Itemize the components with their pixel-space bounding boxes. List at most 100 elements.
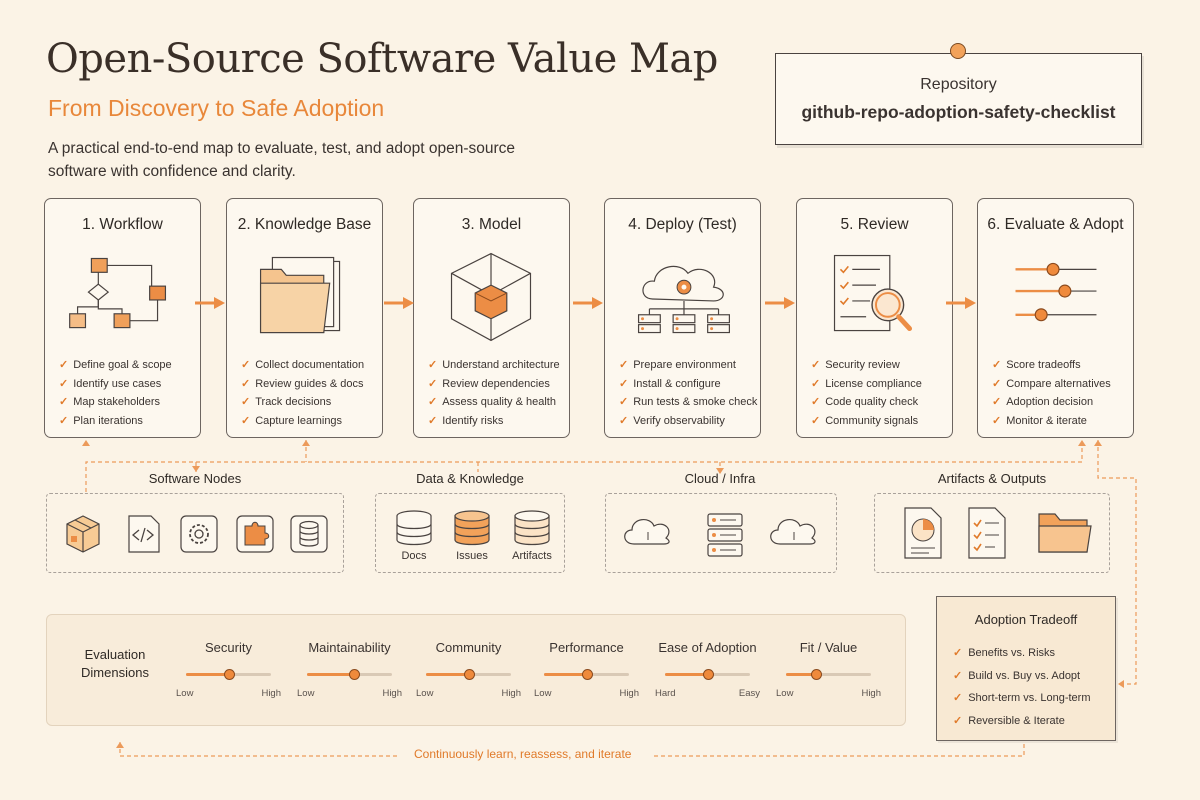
group-title-artifacts-outputs: Artifacts & Outputs: [937, 471, 1047, 486]
dimension-high-label: High: [501, 688, 521, 699]
slider-fill: [186, 673, 229, 676]
evaluation-panel: [46, 614, 906, 726]
dimension-slider[interactable]: [544, 669, 629, 680]
flow-arrow-icon: [946, 297, 976, 309]
checklist-item: Prepare environment: [619, 356, 757, 375]
slider-knob[interactable]: [348, 669, 360, 680]
slider-knob[interactable]: [702, 669, 714, 680]
docs-database-icon: [396, 510, 432, 546]
group-title-cloud-infra: Cloud / Infra: [684, 471, 756, 486]
stage-card-deploy[interactable]: 4. Deploy (Test) Prepare environment Ins…: [604, 198, 761, 438]
folder-icon: [1038, 513, 1092, 553]
repository-name[interactable]: github-repo-adoption-safety-checklist: [801, 102, 1116, 122]
tradeoff-title: Adoption Tradeoff: [974, 612, 1078, 627]
checklist-item: Identify use cases: [59, 375, 172, 394]
group-cloud-infra: [605, 493, 837, 573]
slider-fill: [786, 673, 816, 676]
flow-arrow-icon: [195, 297, 225, 309]
pin-icon: [950, 43, 966, 59]
dimension-slider[interactable]: [426, 669, 511, 680]
dimension-low-label: Low: [776, 688, 794, 699]
dimension-name: Maintainability: [308, 640, 391, 655]
artifacts-database-icon: [514, 510, 550, 546]
tradeoff-checklist: Benefits vs. Risks Build vs. Buy vs. Ado…: [953, 642, 1090, 732]
workflow-diagram-icon: [69, 257, 167, 329]
dimension-low-label: Hard: [655, 688, 676, 699]
cloud-icon: [624, 519, 670, 545]
checklist-item: License compliance: [811, 375, 922, 394]
dimension-slider[interactable]: [786, 669, 871, 680]
adoption-tradeoff-card[interactable]: Adoption Tradeoff Benefits vs. Risks Bui…: [936, 596, 1116, 741]
dimension-high-label: High: [619, 688, 639, 699]
checklist-item: Assess quality & health: [428, 393, 560, 412]
dimension-high-label: High: [261, 688, 281, 699]
issues-label: Issues: [456, 550, 488, 562]
stage-card-review[interactable]: 5. Review Security review License compli…: [796, 198, 953, 438]
checklist-item: Reversible & Iterate: [953, 710, 1090, 733]
checklist-item: Review guides & docs: [241, 375, 364, 394]
page-description: A practical end-to-end map to evaluate, …: [48, 140, 516, 180]
flow-arrow-icon: [573, 297, 603, 309]
checklist-magnifier-icon: [833, 254, 913, 332]
slider-fill: [665, 673, 708, 676]
checklist-item: Run tests & smoke check: [619, 393, 757, 412]
stage-card-knowledge-base[interactable]: 2. Knowledge Base Collect documentation …: [226, 198, 383, 438]
stage-card-model[interactable]: 3. Model Understand architecture Review …: [413, 198, 570, 438]
checklist-item: Community signals: [811, 412, 922, 431]
evaluation-label: Evaluation Dimensions: [81, 647, 149, 680]
checklist-item: Verify observability: [619, 412, 757, 431]
checklist-item: Code quality check: [811, 393, 922, 412]
stage-card-workflow[interactable]: 1. Workflow Define goal & scope Identify…: [44, 198, 201, 438]
flow-arrow-icon: [384, 297, 414, 309]
repository-card[interactable]: Repository github-repo-adoption-safety-c…: [775, 43, 1142, 145]
dimension-slider[interactable]: [307, 669, 392, 680]
stage-card-evaluate-adopt[interactable]: 6. Evaluate & Adopt Score tradeoffs Comp…: [977, 198, 1134, 438]
group-artifacts-outputs: [874, 493, 1110, 573]
report-icon: [904, 507, 942, 559]
slider-knob[interactable]: [581, 669, 593, 680]
dimension-name: Community: [435, 640, 502, 655]
stage-checklist: Collect documentation Review guides & do…: [241, 356, 364, 430]
dimension-fit-value: Fit / Value Low High: [776, 640, 881, 700]
repository-label: Repository: [920, 76, 997, 93]
stage-title: 3. Model: [461, 216, 522, 233]
checklist-icon: [968, 507, 1006, 559]
server-stack-icon: [707, 513, 743, 557]
checklist-item: Score tradeoffs: [992, 356, 1111, 375]
checklist-item: Short-term vs. Long-term: [953, 687, 1090, 710]
group-title-software-nodes: Software Nodes: [148, 471, 242, 486]
gear-icon: [180, 515, 218, 553]
checklist-item: Define goal & scope: [59, 356, 171, 375]
dimension-low-label: Low: [416, 688, 434, 699]
cloud-icon: [770, 519, 816, 545]
dimension-security: Security Low High: [176, 640, 281, 700]
stage-title: 5. Review: [840, 216, 909, 233]
stage-title: 1. Workflow: [82, 216, 163, 233]
dimension-performance: Performance Low High: [534, 640, 639, 700]
dimension-slider[interactable]: [186, 669, 271, 680]
code-file-icon: [128, 515, 160, 553]
slider-fill: [544, 673, 587, 676]
dimension-name: Security: [205, 640, 252, 655]
stage-title: 6. Evaluate & Adopt: [987, 216, 1124, 233]
iteration-loop-caption: Continuously learn, reassess, and iterat…: [414, 747, 632, 761]
checklist-item: Build vs. Buy vs. Adopt: [953, 665, 1090, 688]
dimension-low-label: Low: [176, 688, 194, 699]
checklist-item: Plan iterations: [59, 412, 172, 431]
package-icon: [66, 515, 100, 553]
slider-knob[interactable]: [463, 669, 475, 680]
dimension-name: Performance: [549, 640, 624, 655]
page-subtitle: From Discovery to Safe Adoption: [48, 95, 385, 121]
checklist-item: Capture learnings: [241, 412, 364, 431]
slider-knob[interactable]: [223, 669, 235, 680]
dimension-ease-of-adoption: Ease of Adoption Hard Easy: [655, 640, 760, 700]
slider-fill: [307, 673, 354, 676]
slider-knob[interactable]: [810, 669, 822, 680]
artifacts-label: Artifacts: [512, 550, 552, 562]
stage-title: 2. Knowledge Base: [237, 216, 372, 233]
stage-checklist: Prepare environment Install & configure …: [619, 356, 757, 430]
dimension-slider[interactable]: [665, 669, 750, 680]
issues-database-icon: [454, 510, 490, 546]
page-title: Open-Source Software Value Map: [46, 36, 718, 82]
dimension-low-label: Low: [297, 688, 315, 699]
